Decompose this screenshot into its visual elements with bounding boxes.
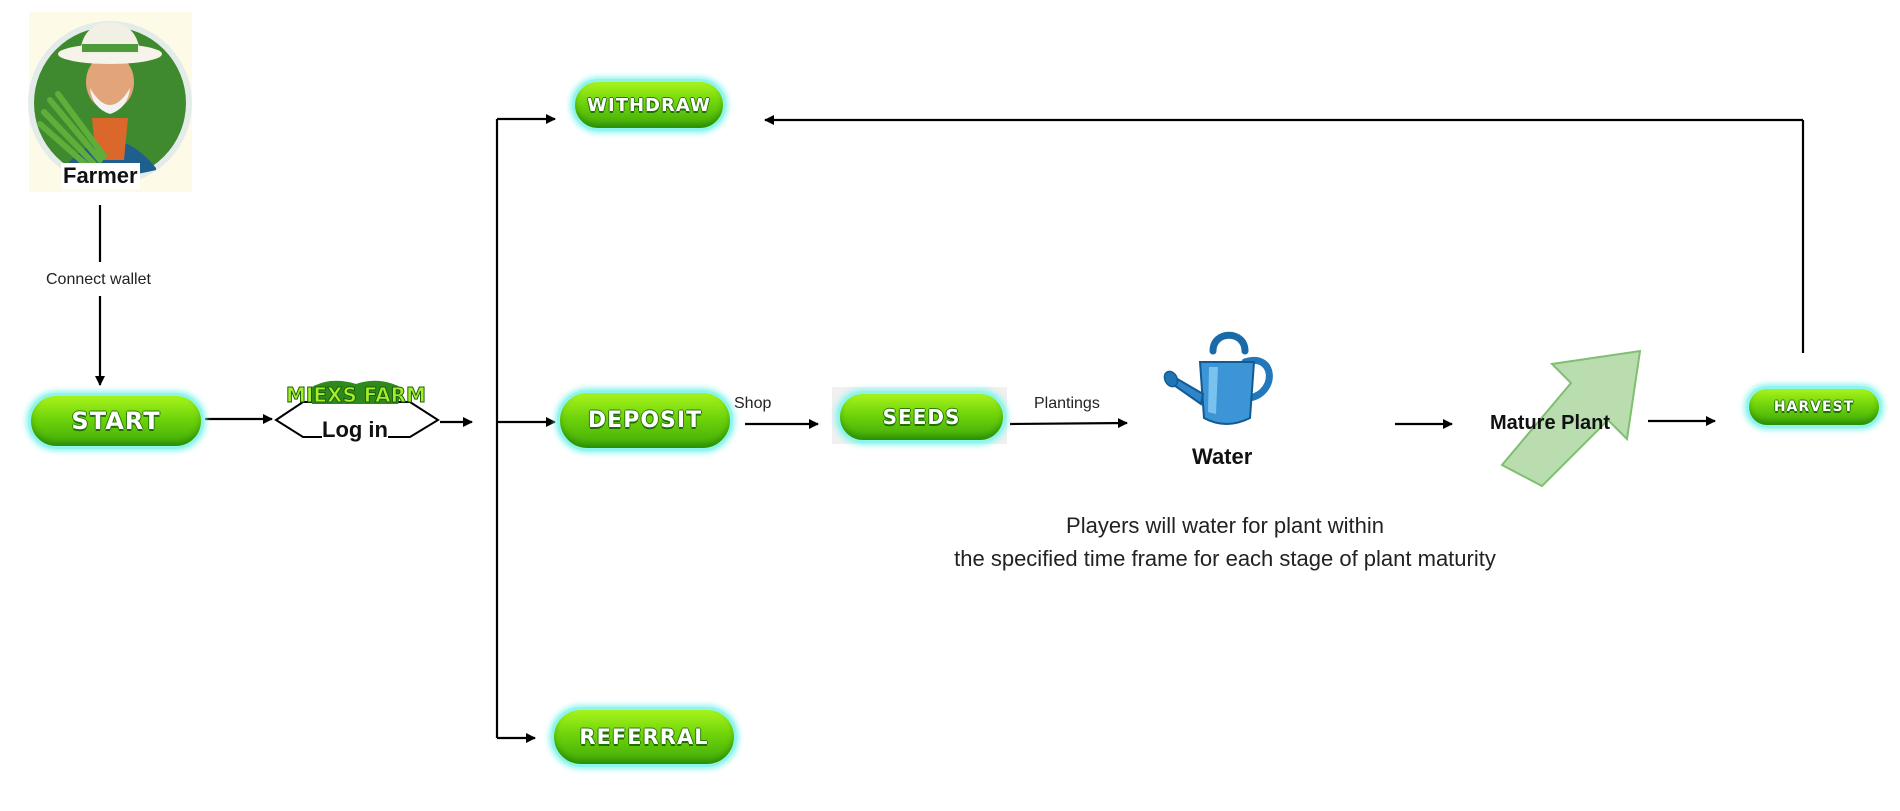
withdraw-label: WITHDRAW xyxy=(587,94,711,116)
edge-seeds-water xyxy=(1009,418,1128,429)
seeds-button[interactable]: SEEDS xyxy=(837,391,1006,443)
svg-text:MIEXS FARM: MIEXS FARM xyxy=(286,383,426,407)
deposit-label: DEPOSIT xyxy=(587,408,703,433)
withdraw-button[interactable]: WITHDRAW xyxy=(572,79,726,131)
growth-arrow-icon xyxy=(1500,349,1642,488)
edge-label-plantings: Plantings xyxy=(1034,395,1100,412)
login-label: Log in xyxy=(322,417,388,442)
miexs-farm-logo: MIEXS FARM xyxy=(286,380,426,408)
seeds-label: SEEDS xyxy=(882,405,961,429)
start-label: START xyxy=(71,407,161,435)
watering-note: Players will water for plant within the … xyxy=(935,509,1515,575)
edge-label-connect-wallet: Connect wallet xyxy=(46,271,151,289)
mature-plant-label: Mature Plant xyxy=(1490,412,1611,434)
watering-can-icon xyxy=(1163,331,1273,425)
farmer-label: Farmer xyxy=(61,163,140,189)
start-button[interactable]: START xyxy=(28,393,204,449)
referral-button[interactable]: REFERRAL xyxy=(551,707,737,767)
watering-note-line1: Players will water for plant within xyxy=(1066,513,1384,538)
edge-label-shop: Shop xyxy=(734,395,772,412)
harvest-label: HARVEST xyxy=(1773,399,1855,415)
harvest-button[interactable]: HARVEST xyxy=(1746,386,1882,428)
watering-note-line2: the specified time frame for each stage … xyxy=(954,546,1496,571)
deposit-button[interactable]: DEPOSIT xyxy=(557,390,733,451)
referral-label: REFERRAL xyxy=(579,725,709,749)
water-label: Water xyxy=(1192,444,1253,469)
